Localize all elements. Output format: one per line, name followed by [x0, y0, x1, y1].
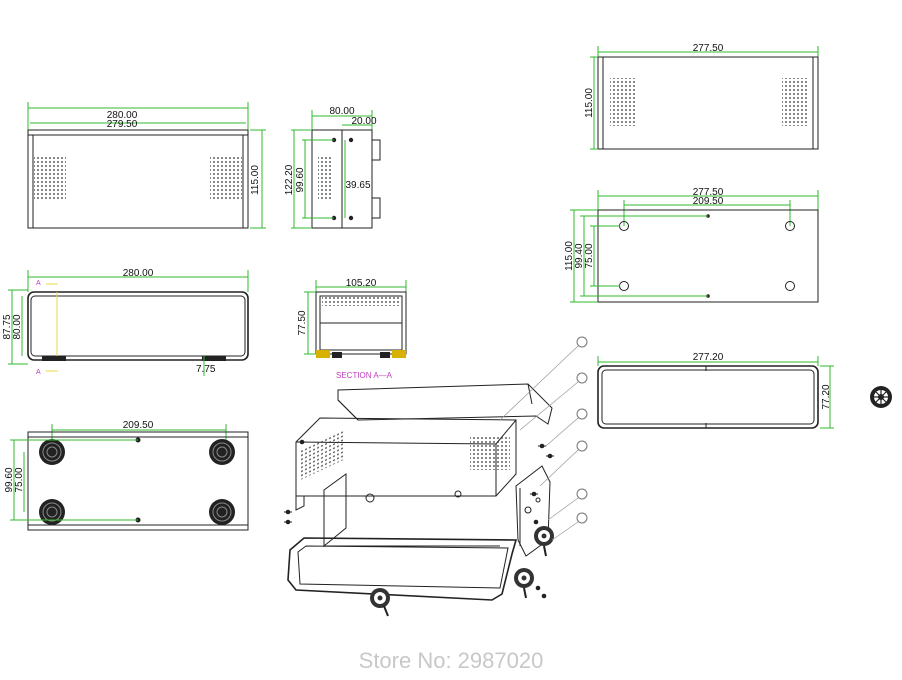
- screw: [284, 509, 292, 515]
- screw: [284, 519, 292, 525]
- right-bottom-view: 277.20 77.20: [597, 352, 892, 429]
- screw: [538, 443, 546, 449]
- screw: [546, 453, 554, 459]
- foot-icon: [534, 526, 554, 557]
- front-dim-outer: 280.00: [107, 110, 138, 121]
- foot: [39, 439, 65, 465]
- foot-detail-icon: [870, 386, 892, 408]
- side-dim-height-a: 122.20: [284, 164, 295, 195]
- foot: [39, 499, 65, 525]
- vent-grille: [470, 436, 510, 470]
- vent-grille: [322, 296, 400, 306]
- right-bottom-dim-height: 77.20: [821, 384, 832, 409]
- foot: [209, 439, 235, 465]
- right-mid-dim-height-b: 99.40: [574, 243, 585, 268]
- foot-icon: [370, 588, 390, 617]
- right-mid-dim-height-a: 115.00: [564, 241, 575, 271]
- top-dim-height-a: 87.75: [2, 314, 13, 339]
- section-view: 105.20 77.50 SECTION A—A: [297, 278, 407, 380]
- right-bottom-dim-width: 277.20: [693, 352, 724, 363]
- screw: [541, 593, 547, 599]
- foot: [209, 499, 235, 525]
- vent-grille: [34, 155, 66, 199]
- vent-grille: [318, 155, 332, 199]
- front-dim-inner: 279.50: [107, 119, 138, 130]
- right-mid-dim-height-c: 75.00: [584, 243, 595, 268]
- side-dim-height-b: 99.60: [295, 167, 306, 192]
- right-mid-dim-width: 277.50: [693, 187, 724, 198]
- vent-grille: [210, 155, 242, 199]
- side-dim-offset: 20.00: [351, 116, 376, 127]
- top-dim-foot: 7.75: [196, 364, 216, 375]
- top-dim-width: 280.00: [123, 268, 154, 279]
- bottom-dim-height-a: 99.60: [4, 467, 15, 492]
- right-mid-dim-hole-spacing: 209.50: [693, 196, 724, 207]
- right-top-dim-width: 277.50: [693, 43, 724, 54]
- screw: [533, 519, 539, 525]
- callout-balloons: [499, 336, 588, 541]
- section-mark-bottom: A: [36, 369, 41, 376]
- side-dim-width: 80.00: [329, 106, 354, 117]
- right-top-view: 277.50 115.00: [584, 43, 819, 150]
- right-top-dim-height: 115.00: [584, 88, 595, 118]
- bottom-view: 209.50 99.60 75.00: [4, 420, 249, 531]
- bottom-dim-height-b: 75.00: [14, 467, 25, 492]
- screw: [535, 585, 541, 591]
- vent-grille: [610, 78, 636, 126]
- section-dim-height: 77.50: [297, 310, 308, 335]
- exploded-assembly: [284, 336, 588, 617]
- side-dim-center: 39.65: [345, 180, 370, 191]
- vent-grille: [300, 429, 344, 481]
- screw: [530, 491, 538, 497]
- front-dim-height: 115.00: [250, 165, 261, 195]
- screw: [298, 439, 306, 445]
- front-view: 280.00 279.50 115.00: [27, 102, 266, 229]
- section-label: SECTION A—A: [336, 371, 393, 380]
- side-view: 80.00 20.00 122.20 99.60 39.65: [284, 106, 381, 229]
- vent-grille: [782, 78, 808, 126]
- top-dim-height-b: 80.00: [12, 314, 23, 339]
- top-view: 280.00 A A 87.75 80.00 7.75: [2, 268, 249, 376]
- bottom-dim-hole-spacing: 209.50: [123, 420, 154, 431]
- store-watermark: Store No: 2987020: [359, 648, 544, 673]
- foot-icon: [514, 568, 534, 599]
- section-mark-top: A: [36, 280, 41, 287]
- section-dim-width: 105.20: [346, 278, 377, 289]
- right-mid-view: 277.50 209.50 115.00 99.40 75.00: [564, 187, 819, 303]
